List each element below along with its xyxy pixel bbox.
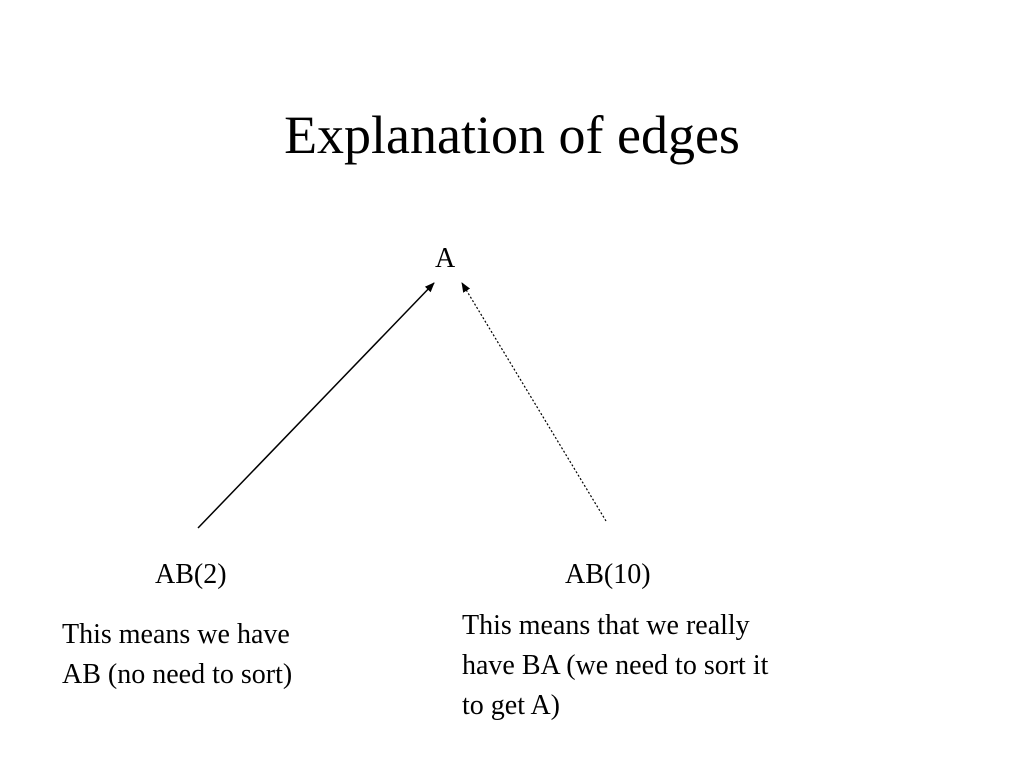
node-ab10: AB(10) <box>565 559 651 590</box>
node-a: A <box>435 243 456 274</box>
edge-solid-ab2-to-a <box>197 282 435 529</box>
slide-title: Explanation of edges <box>284 105 740 165</box>
edge-dotted-ab10-to-a <box>461 282 607 522</box>
note-left: This means we have AB (no need to sort) <box>62 619 293 690</box>
node-ab2: AB(2) <box>155 559 227 590</box>
note-right: This means that we really have BA (we ne… <box>462 610 769 721</box>
